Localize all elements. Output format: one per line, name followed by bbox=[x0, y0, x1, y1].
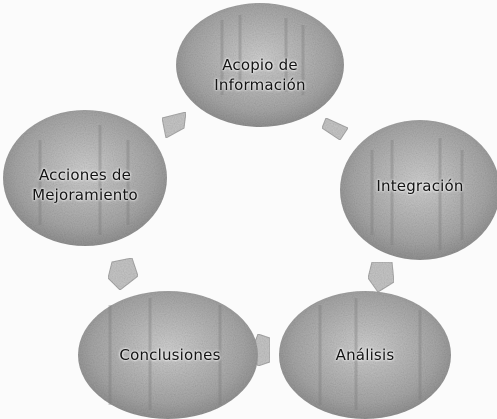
stage-label-integracion: Integración bbox=[376, 177, 464, 195]
arrow-conclusiones-to-acciones bbox=[107, 257, 139, 291]
stage-analisis-ellipse bbox=[279, 291, 451, 419]
stage-acciones-ellipse bbox=[3, 110, 167, 246]
stage-label-acciones: Acciones de Mejoramiento bbox=[32, 166, 138, 204]
stage-conclusiones-ellipse bbox=[78, 291, 258, 419]
stage-integracion-ellipse bbox=[340, 120, 497, 260]
stage-label-acopio: Acopio de Información bbox=[214, 56, 306, 94]
arrow-integracion-to-analisis bbox=[367, 261, 395, 293]
arrow-acciones-to-acopio bbox=[161, 111, 187, 139]
stage-label-conclusiones: Conclusiones bbox=[119, 346, 221, 364]
stage-acopio-ellipse bbox=[176, 3, 344, 127]
arrow-acopio-to-integracion bbox=[321, 117, 349, 141]
stage-ellipses bbox=[3, 3, 497, 419]
connector-arrows bbox=[107, 111, 395, 367]
ellipse-texture bbox=[38, 15, 464, 410]
stage-label-analisis: Análisis bbox=[335, 346, 395, 364]
